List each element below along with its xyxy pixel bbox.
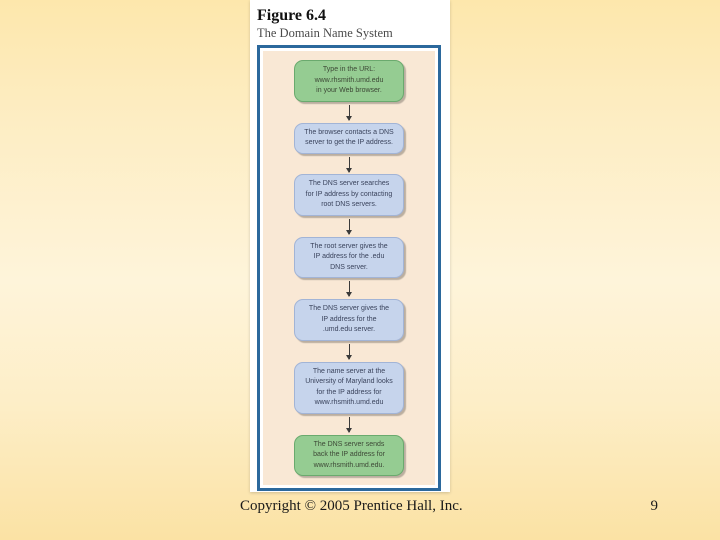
down-arrow-icon <box>345 156 352 173</box>
flow-step-text: Type in the URL: www.rhsmith.umd.edu in … <box>314 66 384 95</box>
figure-title: Figure 6.4 <box>257 7 327 24</box>
flow-step-root-gives-edu: The root server gives the IP address for… <box>294 236 404 279</box>
down-arrow-icon <box>345 104 352 121</box>
page-number: 9 <box>650 498 659 514</box>
flow-step-text: The browser contacts a DNS server to get… <box>304 128 394 147</box>
figure-frame: Type in the URL: www.rhsmith.umd.edu in … <box>257 45 441 492</box>
flow-step-type-url: Type in the URL: www.rhsmith.umd.edu in … <box>294 60 404 102</box>
down-arrow-icon <box>345 281 352 298</box>
down-arrow-icon <box>345 343 352 360</box>
flow-step-dns-searches-root: The DNS server searches for IP address b… <box>294 174 404 216</box>
flow-step-text: The DNS server searches for IP address b… <box>305 180 393 209</box>
flow-step-umd-name-server: The name server at the University of Mar… <box>294 361 404 414</box>
dns-flowchart: Type in the URL: www.rhsmith.umd.edu in … <box>263 51 435 486</box>
down-arrow-icon <box>345 218 352 235</box>
flow-step-sends-ip-back: The DNS server sends back the IP address… <box>294 434 404 477</box>
flow-step-text: The DNS server sends back the IP address… <box>313 440 385 469</box>
flow-step-browser-contacts-dns: The browser contacts a DNS server to get… <box>294 122 404 154</box>
flow-step-dns-gives-umd: The DNS server gives the IP address for … <box>294 299 404 341</box>
down-arrow-icon <box>345 416 352 433</box>
flow-step-text: The root server gives the IP address for… <box>310 242 388 271</box>
flow-step-text: The DNS server gives the IP address for … <box>308 305 390 334</box>
flow-step-text: The name server at the University of Mar… <box>305 367 393 407</box>
copyright-text: Copyright © 2005 Prentice Hall, Inc. <box>240 498 463 514</box>
figure-subtitle: The Domain Name System <box>257 25 393 40</box>
figure-panel: Figure 6.4 The Domain Name System Type i… <box>250 0 450 492</box>
